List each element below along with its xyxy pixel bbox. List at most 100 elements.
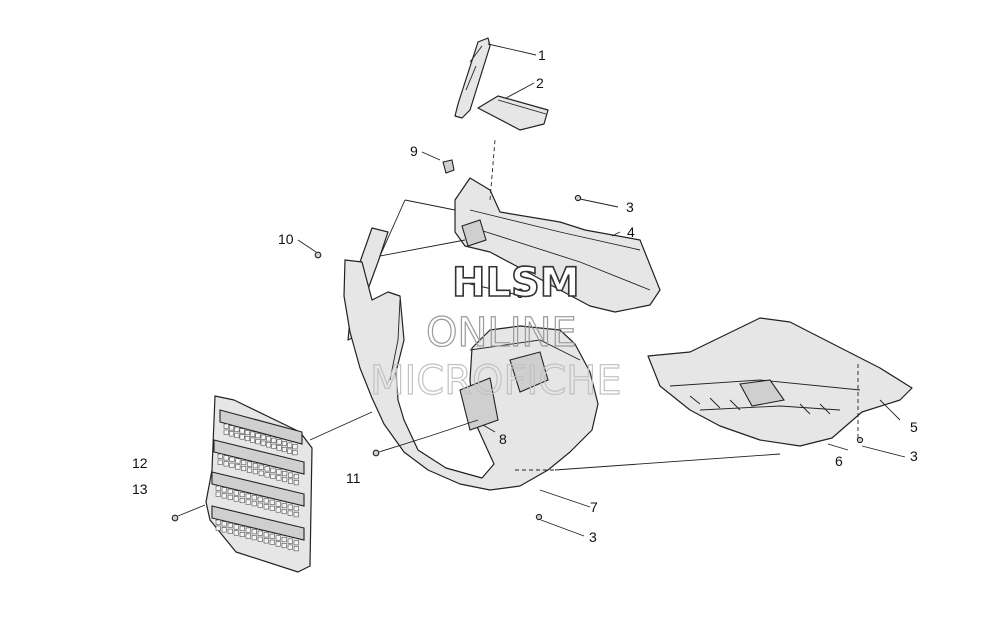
grille-cell <box>229 462 235 468</box>
grille-cell <box>293 474 299 480</box>
grille-cell <box>241 466 247 472</box>
grille-cell <box>281 447 287 453</box>
grille-cell <box>271 443 277 449</box>
screw-11 <box>372 449 380 457</box>
grille-cell <box>250 431 256 437</box>
grille-cell <box>233 524 239 530</box>
grille-cell <box>293 512 299 518</box>
grille-cell <box>293 540 299 546</box>
grille-cell <box>223 429 229 435</box>
callout-9: 9 <box>410 143 418 159</box>
grille-cell <box>217 459 223 465</box>
callout-3c: 3 <box>910 448 918 464</box>
grille-cell <box>287 510 293 516</box>
grille-cell <box>239 492 245 498</box>
grille-cell <box>235 464 241 470</box>
grille-cell <box>260 440 266 446</box>
grille-cell <box>281 441 287 447</box>
grille-cell <box>287 538 293 544</box>
grille-cell <box>276 469 282 475</box>
watermark-line2: ONLINE <box>426 310 577 356</box>
grille-cell <box>223 423 229 429</box>
grille-cell <box>229 431 235 437</box>
grille-cell <box>288 478 294 484</box>
grille-cell <box>292 444 298 450</box>
grille-cell <box>229 456 235 462</box>
grille-cell <box>245 527 251 533</box>
grille-cell <box>247 461 253 467</box>
grille-cell <box>293 506 299 512</box>
grille-cell <box>215 491 221 497</box>
grille-cell <box>287 504 293 510</box>
grille-cell <box>258 470 264 476</box>
grille-cell <box>247 467 253 473</box>
callout-6a: 6 <box>516 285 524 301</box>
watermark: HLSM ONLINE MICROFICHE <box>369 259 622 404</box>
grille-cell <box>227 528 233 534</box>
grille-cell <box>227 522 233 528</box>
grille-cell <box>293 546 299 552</box>
grille-cell <box>239 428 245 434</box>
part-strap <box>454 37 491 119</box>
grille-slot <box>211 471 305 507</box>
grille-cell <box>221 527 227 533</box>
grille-cell <box>258 464 264 470</box>
grille-cell <box>251 535 257 541</box>
grille-cell <box>252 469 258 475</box>
part-upper-console <box>454 177 661 313</box>
watermark-line1: HLSM <box>452 260 580 306</box>
grille-cell <box>233 496 239 502</box>
grille-cell <box>215 519 221 525</box>
grille-cell <box>266 436 272 442</box>
grille-cell <box>263 538 269 544</box>
callout-12: 12 <box>132 455 148 471</box>
grille-slot <box>219 409 303 445</box>
grille-cell <box>221 521 227 527</box>
grille-cell <box>292 450 298 456</box>
grille-cell <box>266 442 272 448</box>
callout-6b: 6 <box>835 453 843 469</box>
grille-cell <box>282 471 288 477</box>
callout-7: 7 <box>590 499 598 515</box>
grille-cell <box>244 436 250 442</box>
grille-cell <box>251 501 257 507</box>
grille-cell <box>264 472 270 478</box>
fasteners <box>171 194 864 522</box>
grille-cell <box>245 499 251 505</box>
grille-cell <box>269 499 275 505</box>
grille-cell <box>234 426 240 432</box>
grille-cell <box>275 535 281 541</box>
callout-10: 10 <box>278 231 294 247</box>
callout-4: 4 <box>627 224 635 240</box>
screw-3c <box>856 436 864 444</box>
grille-cell <box>281 509 287 515</box>
screw-10 <box>314 251 322 259</box>
grille-cell <box>269 505 275 511</box>
grille-cell <box>239 532 245 538</box>
watermark-line3: MICROFICHE <box>370 358 622 404</box>
grille-slot <box>213 439 305 475</box>
grille-cell <box>263 504 269 510</box>
screw-3b <box>535 513 543 521</box>
grille-cell <box>233 530 239 536</box>
grille-cell <box>281 543 287 549</box>
grille-cell <box>269 533 275 539</box>
part-skid-plate <box>647 317 913 447</box>
part-front-cowl <box>343 259 599 491</box>
grille-cell <box>251 529 257 535</box>
grille-cell <box>223 461 229 467</box>
screw-13 <box>171 514 179 522</box>
callout-2: 2 <box>536 75 544 91</box>
grille-cell <box>241 460 247 466</box>
callout-3a: 3 <box>626 199 634 215</box>
grille-cell <box>235 458 241 464</box>
grille-cell <box>275 501 281 507</box>
grille-cell <box>275 507 281 513</box>
screw-3a <box>574 194 582 202</box>
grille-cell <box>251 495 257 501</box>
grille-cell <box>288 472 294 478</box>
grille-cell <box>217 453 223 459</box>
grille-cell <box>257 502 263 508</box>
grille-cell <box>260 434 266 440</box>
